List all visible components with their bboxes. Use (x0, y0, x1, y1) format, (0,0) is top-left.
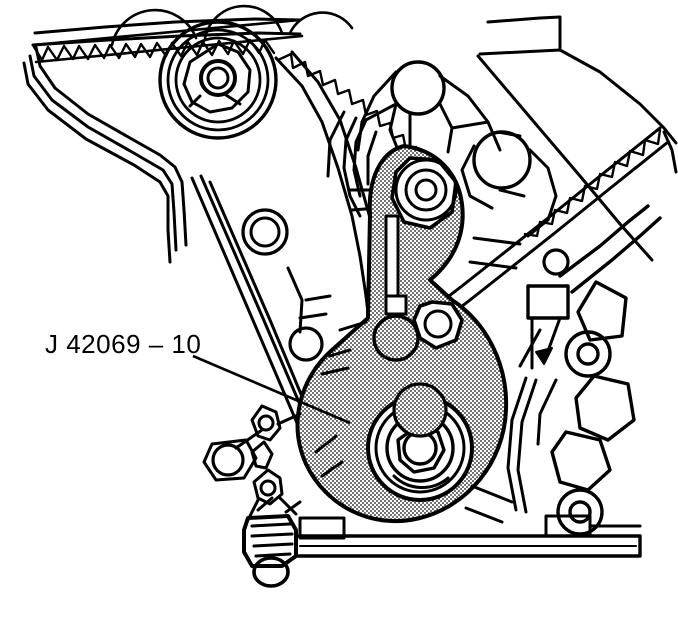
callout-leader-line (192, 354, 351, 425)
drawing-linework (22, 4, 678, 588)
engine-front-cover (22, 17, 302, 264)
special-tool-j42069-10 (295, 144, 509, 524)
camshaft-sprocket (158, 20, 278, 140)
upper-gear-arcs (110, 4, 354, 47)
idler-pulley-upper (460, 130, 558, 238)
chain-linkage (202, 404, 302, 522)
cover-ribs-left (190, 174, 318, 432)
tool-callout: J 42069 – 10 (45, 329, 351, 425)
mounting-bracket-right (506, 204, 662, 536)
engine-block-upper-right (476, 15, 678, 262)
sprocket-lower-boss (241, 208, 289, 256)
case-detail-lines (286, 110, 522, 524)
callout-label-text: J 42069 – 10 (45, 329, 201, 359)
engine-base-rail (294, 514, 642, 558)
threaded-stud-fitting (242, 496, 302, 588)
